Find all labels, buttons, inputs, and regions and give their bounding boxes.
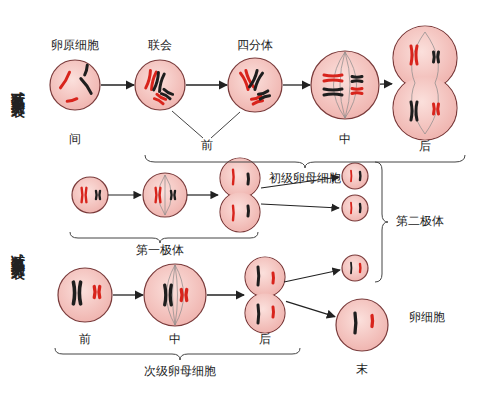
annotation-label: 减数第一次分裂 xyxy=(10,81,25,95)
cell: 中 xyxy=(143,263,207,327)
polar-body xyxy=(143,173,187,217)
division-arrow xyxy=(207,294,244,295)
cell-outline xyxy=(135,60,185,110)
cell-fill xyxy=(246,294,285,333)
polar-body xyxy=(342,255,368,281)
division-arrow xyxy=(283,84,310,85)
cell: 后 xyxy=(392,25,458,141)
cell-label: 后 xyxy=(419,140,431,153)
cell-label: 间 xyxy=(69,133,81,146)
division-arrow xyxy=(284,270,340,282)
polar-body xyxy=(342,163,368,189)
cell-fill xyxy=(246,258,285,297)
chromosome xyxy=(248,174,250,184)
leader-line xyxy=(172,111,240,138)
cell-outline xyxy=(392,25,458,141)
polar-body xyxy=(221,193,260,232)
cell-outline xyxy=(245,293,285,333)
cell-fill xyxy=(394,77,457,140)
cell-outline xyxy=(336,299,388,351)
cell-label: 中 xyxy=(169,333,181,346)
division-arrow xyxy=(261,204,339,208)
cell: 中 xyxy=(310,50,380,120)
bracket xyxy=(55,111,465,360)
cell-label: 四分体 xyxy=(237,39,273,52)
chromosome xyxy=(351,203,352,214)
chromosome xyxy=(82,188,87,202)
annotation-label: 次级卵母细胞 xyxy=(144,365,216,378)
chromosome xyxy=(351,171,352,182)
cell-label: 卵细胞 xyxy=(409,311,445,324)
cell-outline xyxy=(245,257,285,297)
cell-outline xyxy=(143,263,207,327)
division-arrow xyxy=(101,84,134,85)
cell-outline xyxy=(144,264,206,326)
annotation-label: 减数第二次分裂 xyxy=(10,243,25,257)
cell-outline xyxy=(244,256,286,334)
cell-outline xyxy=(134,59,186,111)
cell-label: 末 xyxy=(356,363,368,376)
chromosome xyxy=(96,191,100,199)
annotation-label: 第二极体 xyxy=(396,215,444,228)
cell: 四分体 xyxy=(227,57,283,113)
chromosome xyxy=(171,191,175,199)
cell-outline xyxy=(49,59,101,111)
bracket xyxy=(70,232,258,243)
chromosomes xyxy=(61,46,439,333)
polar-body xyxy=(220,158,260,198)
cell-outline xyxy=(393,76,457,140)
cell-outline xyxy=(311,51,379,119)
polar-body xyxy=(72,158,368,281)
cell: 卵原细胞间 xyxy=(49,59,101,111)
cell-label: 前 xyxy=(79,333,91,346)
chromosome xyxy=(248,206,250,216)
annotation-label: 第一极体 xyxy=(136,244,184,257)
polar-body xyxy=(220,192,260,232)
cell-label: 中 xyxy=(339,133,351,146)
division-arrow xyxy=(108,177,340,282)
cell-label: 卵原细胞 xyxy=(51,39,99,52)
chromosome xyxy=(156,188,161,202)
cell-outline xyxy=(310,50,380,120)
spindle xyxy=(159,175,172,215)
cell-outline xyxy=(227,57,283,113)
polar-body xyxy=(342,195,368,221)
chromosome xyxy=(351,263,352,274)
cell-outline xyxy=(58,268,112,322)
cell-outline xyxy=(50,60,100,110)
division-arrow xyxy=(108,194,141,195)
chromosome xyxy=(360,264,361,272)
chromosome xyxy=(360,204,361,212)
chromosome xyxy=(360,172,361,180)
polar-body xyxy=(221,159,260,198)
polar-body xyxy=(72,177,108,213)
bracket xyxy=(145,155,465,168)
cell: 联会 xyxy=(134,59,186,111)
cell-outline xyxy=(335,298,389,352)
bracket xyxy=(375,162,388,282)
division-arrow xyxy=(187,194,218,195)
annotation-label: 初级卵母细胞 xyxy=(269,172,341,185)
cell: 卵细胞末 xyxy=(335,298,389,352)
chromosome xyxy=(233,206,235,220)
division-arrow xyxy=(186,84,227,85)
cell: 后 xyxy=(244,256,286,334)
cell-outline xyxy=(57,267,113,323)
division-arrow xyxy=(113,294,143,295)
cell-outline xyxy=(228,58,282,112)
division-arrow xyxy=(380,83,392,85)
cell: 前 xyxy=(57,267,113,323)
annotation-label: 前 xyxy=(201,139,213,152)
bracket xyxy=(55,348,300,360)
chromosome xyxy=(233,170,235,184)
cell-label: 后 xyxy=(259,333,271,346)
division-arrow xyxy=(286,301,335,316)
cell-label: 联会 xyxy=(148,39,172,52)
